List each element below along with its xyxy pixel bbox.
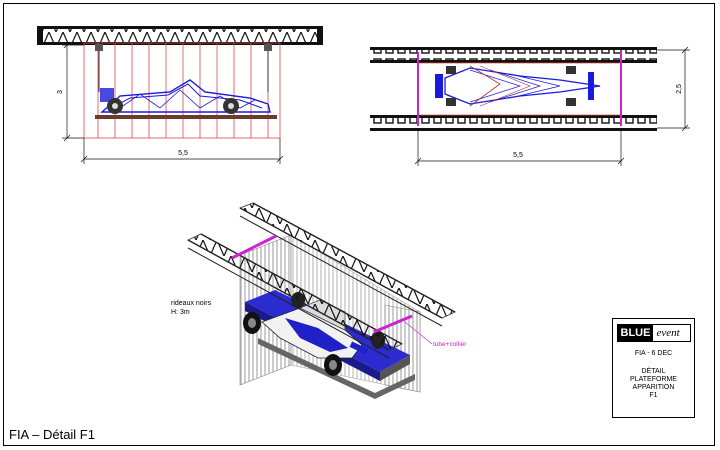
front-platform <box>95 115 277 119</box>
iso-truss-back <box>239 202 456 327</box>
iso-tube-leader <box>404 321 433 345</box>
figure-caption: FIA – Détail F1 <box>9 427 95 442</box>
front-car <box>100 79 271 114</box>
front-height-label: 3 <box>57 90 64 94</box>
front-width-dimension <box>80 138 284 164</box>
top-truss-upper <box>370 47 657 63</box>
blue-event-logo: BLUE event <box>616 324 691 342</box>
iso-curtain-height-note: H: 3m <box>171 309 190 316</box>
top-car <box>435 65 601 107</box>
iso-tubes <box>231 234 413 334</box>
front-elevation-view: 3 5,5 <box>37 26 323 164</box>
title-block-line-2: PLATEFORME <box>630 376 677 383</box>
top-height-label: 2,5 <box>676 84 683 94</box>
front-hoists <box>95 44 272 92</box>
title-block: BLUE event FIA - 6 DEC DÉTAIL PLATEFORME… <box>612 318 695 418</box>
title-block-line-1: DÉTAIL <box>641 368 666 375</box>
iso-tube-note: tube+collier <box>433 341 467 348</box>
front-height-dimension <box>62 41 84 142</box>
title-block-line-3: APPARITION <box>632 384 675 391</box>
logo-bold-text: BLUE <box>617 325 654 341</box>
top-height-dimension <box>657 46 690 132</box>
top-width-label: 5,5 <box>513 152 523 159</box>
front-truss <box>37 26 323 45</box>
front-frame <box>83 42 281 139</box>
title-block-date: FIA - 6 DEC <box>634 350 673 357</box>
iso-platform-end <box>380 355 410 381</box>
title-block-line-4: F1 <box>649 392 658 399</box>
top-truss-lower <box>370 115 657 131</box>
front-width-label: 5,5 <box>178 150 188 157</box>
top-plan-view: 2,5 5,5 <box>370 46 690 166</box>
iso-curtain-note: rideaux noirs <box>171 300 212 307</box>
logo-italic-text: event <box>656 327 680 339</box>
drawing-sheet <box>3 3 715 446</box>
isometric-view: tube+collier rideaux noirs H: 3m <box>171 202 467 399</box>
top-width-dimension <box>414 131 625 166</box>
top-tubes <box>417 52 622 126</box>
iso-truss-front <box>187 233 403 359</box>
